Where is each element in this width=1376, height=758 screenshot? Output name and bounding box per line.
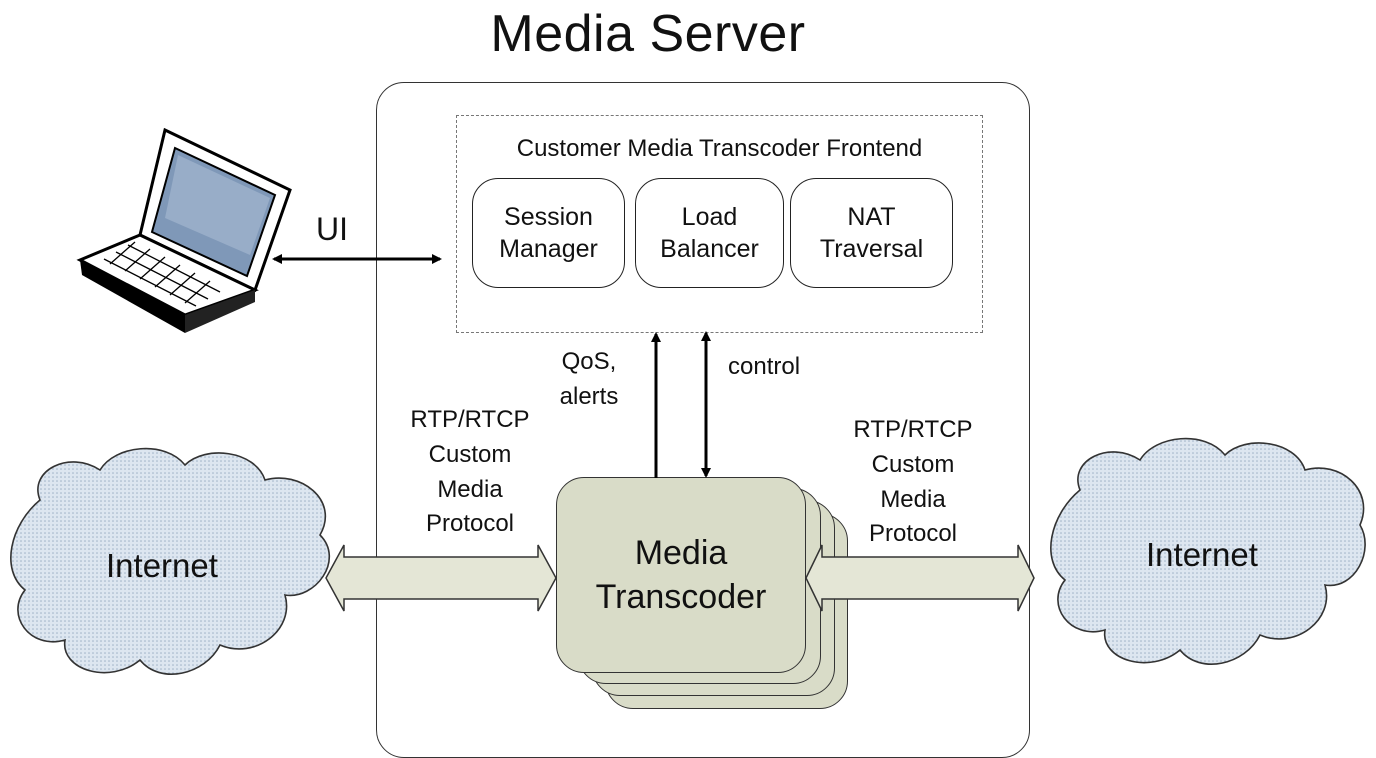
session-manager-label-line1: Session	[504, 202, 593, 231]
right-protocol-label: RTP/RTCP Custom Media Protocol	[823, 413, 1003, 552]
left-media-stream-arrow	[325, 544, 557, 612]
media-transcoder-label-line1: Media	[634, 533, 728, 572]
cloud-icon-right	[1050, 437, 1366, 665]
frontend-box	[456, 115, 983, 333]
internet-label-right: Internet	[1146, 536, 1258, 573]
right-protocol-line2: Custom	[871, 450, 955, 478]
load-balancer-label-line2: Balancer	[660, 235, 759, 263]
load-balancer-module: Load Balancer	[635, 178, 784, 288]
left-protocol-line4: Protocol	[425, 510, 515, 538]
qos-label-line2: alerts	[559, 382, 619, 410]
left-protocol-line2: Custom	[428, 440, 512, 468]
right-protocol-line4: Protocol	[868, 520, 958, 548]
laptop-icon	[76, 127, 292, 333]
load-balancer-label-line1: Load	[681, 202, 738, 231]
frontend-label: Customer Media Transcoder Frontend	[516, 135, 923, 162]
control-label: control	[728, 353, 801, 380]
session-manager-module: Session Manager	[472, 178, 625, 288]
nat-traversal-label-line2: Traversal	[819, 235, 924, 263]
media-transcoder-label-line2: Transcoder	[595, 578, 767, 616]
left-protocol-line3: Media	[437, 475, 503, 503]
internet-label-left: Internet	[106, 547, 218, 584]
qos-alerts-label: QoS, alerts	[548, 345, 630, 415]
nat-traversal-label-line1: NAT	[847, 202, 896, 231]
right-media-stream-arrow	[805, 544, 1035, 612]
ui-label: UI	[316, 211, 348, 247]
right-protocol-line1: RTP/RTCP	[853, 416, 973, 443]
cloud-icon-left	[10, 447, 331, 675]
left-protocol-label: RTP/RTCP Custom Media Protocol	[380, 403, 560, 542]
right-protocol-line3: Media	[880, 485, 946, 513]
media-transcoder-box: Media Transcoder	[556, 477, 806, 673]
session-manager-label-line2: Manager	[499, 235, 598, 263]
diagram-title: Media Server	[490, 5, 806, 63]
qos-label-line1: QoS,	[561, 348, 617, 375]
left-protocol-line1: RTP/RTCP	[410, 406, 530, 433]
nat-traversal-module: NAT Traversal	[790, 178, 953, 288]
